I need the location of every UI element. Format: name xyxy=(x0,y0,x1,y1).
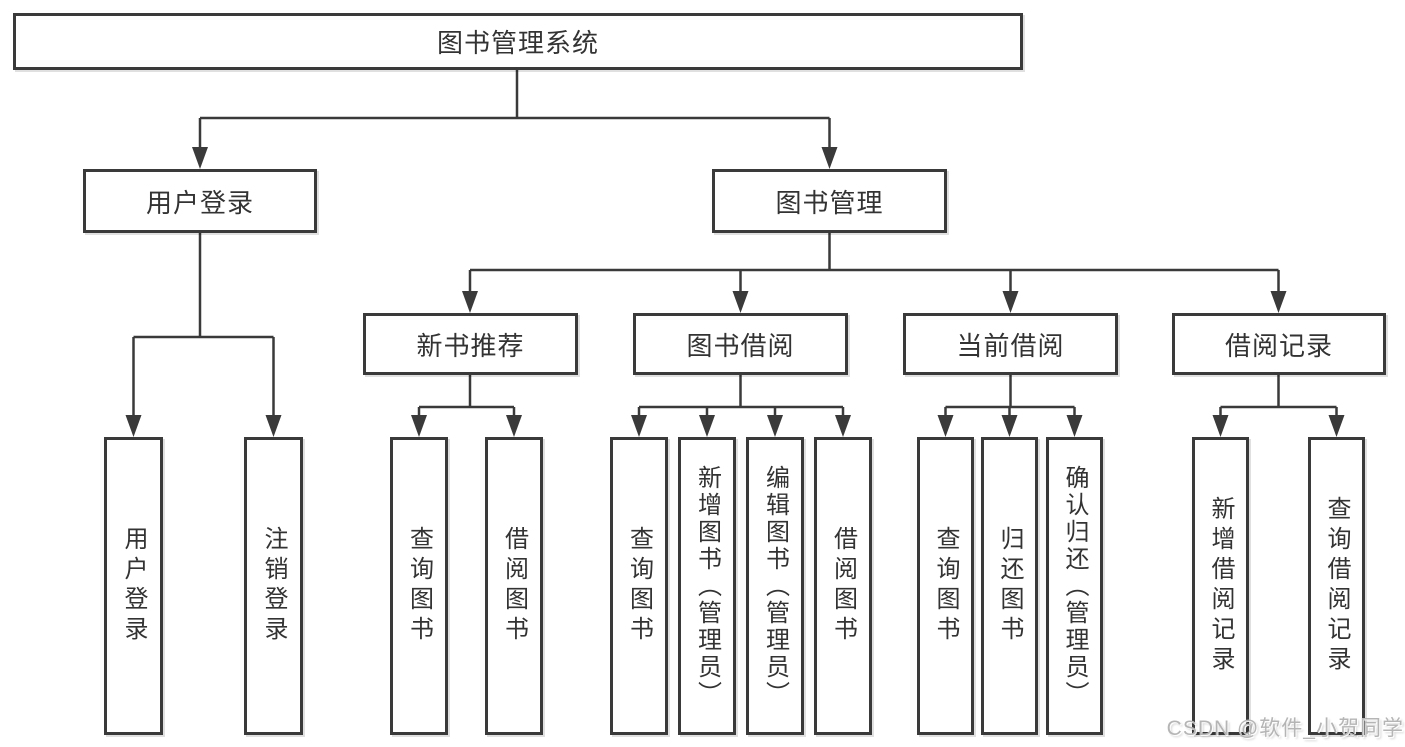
leaf-borrow-books: 借阅图书 xyxy=(814,437,872,735)
leaf-query-books-recommend: 查询图书 xyxy=(390,437,448,735)
leaf-add-book-admin: 新增图书（管理员） xyxy=(678,437,736,735)
leaf-user-login: 用户登录 xyxy=(104,437,163,735)
node-current-borrow: 当前借阅 xyxy=(903,313,1118,375)
leaf-query-borrow-record: 查询借阅记录 xyxy=(1308,437,1365,735)
node-book-management: 图书管理 xyxy=(712,169,947,233)
leaf-confirm-return-admin: 确认归还（管理员） xyxy=(1046,437,1103,735)
node-book-borrow: 图书借阅 xyxy=(633,313,848,375)
node-borrow-records: 借阅记录 xyxy=(1172,313,1386,375)
node-root-library-system: 图书管理系统 xyxy=(13,13,1023,70)
leaf-query-books-borrow: 查询图书 xyxy=(610,437,668,735)
leaf-query-books-current: 查询图书 xyxy=(917,437,974,735)
leaf-return-book: 归还图书 xyxy=(981,437,1038,735)
leaf-borrow-books-recommend: 借阅图书 xyxy=(485,437,543,735)
leaf-add-borrow-record: 新增借阅记录 xyxy=(1192,437,1249,735)
node-new-book-recommend: 新书推荐 xyxy=(363,313,578,375)
csdn-watermark: CSDN @软件_小贺同学 xyxy=(1166,717,1404,740)
leaf-logout: 注销登录 xyxy=(244,437,303,735)
arrowheads xyxy=(125,147,1345,437)
leaf-edit-book-admin: 编辑图书（管理员） xyxy=(746,437,804,735)
node-user-login: 用户登录 xyxy=(83,169,317,233)
